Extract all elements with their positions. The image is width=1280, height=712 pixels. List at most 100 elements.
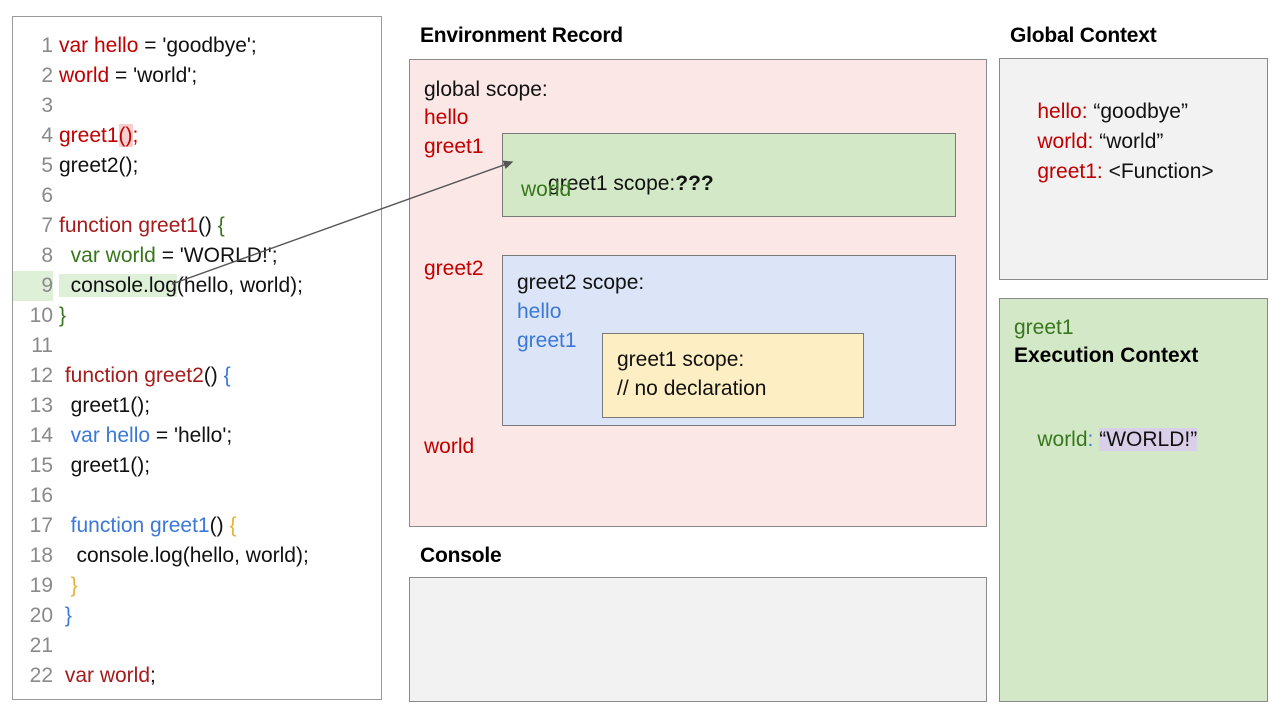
code-token: = 'hello'; <box>150 424 233 447</box>
console-title: Console <box>420 544 502 567</box>
line-number: 17 <box>29 514 53 537</box>
code-line[interactable]: 15 greet1(); <box>13 451 381 481</box>
code-line[interactable]: 11 <box>13 331 381 361</box>
line-number: 7 <box>41 214 53 237</box>
line-number: 2 <box>41 64 53 87</box>
line-number: 3 <box>41 94 53 117</box>
greet1-inner-scope-note: // no declaration <box>617 377 767 400</box>
code-token: greet1(); <box>59 454 151 477</box>
code-token: { <box>217 214 225 237</box>
code-line-text: console.log(hello, world); <box>59 274 303 297</box>
code-token: = 'WORLD!'; <box>155 244 278 267</box>
code-token: function greet1 <box>59 514 210 537</box>
code-line-text: } <box>59 604 72 627</box>
code-token: world <box>59 64 110 87</box>
execution-context-colon: : <box>1087 428 1100 451</box>
code-token: ; <box>150 664 156 687</box>
code-line[interactable]: 9 console.log(hello, world); <box>13 271 381 301</box>
code-token: } <box>59 604 72 627</box>
code-line-text: var hello = 'goodbye'; <box>59 34 257 57</box>
line-number: 14 <box>29 424 53 447</box>
greet1-scope-title: greet1 scope:??? <box>513 148 714 220</box>
code-line[interactable]: 22 var world; <box>13 661 381 691</box>
code-token: { <box>223 364 231 387</box>
line-number: 11 <box>31 334 53 357</box>
code-token: = 'world'; <box>109 64 198 87</box>
code-token: () <box>203 364 224 387</box>
global-context-row: greet1: <Function> <box>1014 136 1213 208</box>
line-number: 19 <box>29 574 53 597</box>
global-context-box: hello: “goodbye” world: “world” greet1: … <box>999 58 1268 280</box>
greet2-scope-box: greet2 scope: hello greet1 greet1 scope:… <box>502 255 956 426</box>
code-token: function greet2 <box>59 364 204 387</box>
code-line[interactable]: 6 <box>13 181 381 211</box>
execution-context-variable-value: “WORLD!” <box>1099 428 1198 451</box>
global-binding-greet1: greet1 <box>424 135 484 158</box>
global-context-key: hello: <box>1037 100 1088 123</box>
console-output-box[interactable] <box>409 577 987 702</box>
global-context-title: Global Context <box>1010 24 1157 47</box>
code-line[interactable]: 21 <box>13 631 381 661</box>
greet1-inner-scope-box: greet1 scope: // no declaration <box>602 333 864 418</box>
line-number: 16 <box>29 484 53 507</box>
code-line[interactable]: 17 function greet1() { <box>13 511 381 541</box>
execution-context-variable-row: world: “WORLD!” <box>1014 404 1198 476</box>
code-line[interactable]: 7 function greet1() { <box>13 211 381 241</box>
line-number: 10 <box>29 304 53 327</box>
global-binding-hello: hello <box>424 106 469 129</box>
code-token: var hello <box>59 424 151 447</box>
code-line[interactable]: 16 <box>13 481 381 511</box>
code-line-text: function greet1() { <box>59 514 237 537</box>
line-number: 12 <box>29 364 53 387</box>
greet2-scope-binding-hello: hello <box>517 300 562 323</box>
code-line-text: } <box>59 574 78 597</box>
line-number: 20 <box>29 604 53 627</box>
code-token: () <box>118 124 133 147</box>
global-context-value: “goodbye” <box>1087 100 1188 123</box>
code-line[interactable]: 2 world = 'world'; <box>13 61 381 91</box>
code-line-text: var world; <box>59 664 156 687</box>
environment-record-box: global scope: hello greet1 greet2 world … <box>409 59 987 527</box>
global-binding-world: world <box>424 435 475 458</box>
code-token: ; <box>132 124 139 147</box>
code-line-text: greet1(); <box>59 124 138 147</box>
line-number: 5 <box>41 154 53 177</box>
greet1-scope-binding-world: world <box>521 178 572 201</box>
code-token: { <box>229 514 237 537</box>
code-line-text: greet1(); <box>59 394 150 417</box>
line-number: 9 <box>13 271 53 301</box>
code-line[interactable]: 4 greet1(); <box>13 121 381 151</box>
code-line-text: function greet1() { <box>59 214 225 237</box>
line-number: 8 <box>41 244 53 267</box>
execution-context-variable-key: world <box>1037 428 1088 451</box>
global-context-key: greet1: <box>1037 160 1103 183</box>
line-number: 22 <box>29 664 53 687</box>
line-number: 21 <box>29 634 53 657</box>
greet1-scope-title-text: greet1 scope: <box>548 172 676 195</box>
code-line-text: var hello = 'hello'; <box>59 424 233 447</box>
code-line[interactable]: 3 <box>13 91 381 121</box>
code-token: greet1(); <box>59 394 151 417</box>
code-line[interactable]: 19 } <box>13 571 381 601</box>
code-token: (hello, world); <box>176 274 303 297</box>
code-line[interactable]: 18 console.log(hello, world); <box>13 541 381 571</box>
line-number: 18 <box>29 544 53 567</box>
code-line[interactable]: 20 } <box>13 601 381 631</box>
code-line[interactable]: 12 function greet2() { <box>13 361 381 391</box>
code-line[interactable]: 10} <box>13 301 381 331</box>
global-context-row: world: “world” <box>1014 106 1163 178</box>
code-line[interactable]: 13 greet1(); <box>13 391 381 421</box>
line-number: 4 <box>41 124 53 147</box>
code-editor-panel[interactable]: 1 var hello = 'goodbye'; 2 world = 'world';… <box>12 16 382 700</box>
line-number: 15 <box>29 454 53 477</box>
code-token: var world <box>59 664 151 687</box>
greet2-scope-title: greet2 scope: <box>517 271 645 294</box>
code-line[interactable]: 8 var world = 'WORLD!'; <box>13 241 381 271</box>
global-context-row: hello: “goodbye” <box>1014 76 1188 148</box>
code-line[interactable]: 1 var hello = 'goodbye'; <box>13 31 381 61</box>
code-line[interactable]: 14 var hello = 'hello'; <box>13 421 381 451</box>
code-line-text: var world = 'WORLD!'; <box>59 244 278 267</box>
line-number: 1 <box>41 34 53 57</box>
line-number: 13 <box>29 394 53 417</box>
